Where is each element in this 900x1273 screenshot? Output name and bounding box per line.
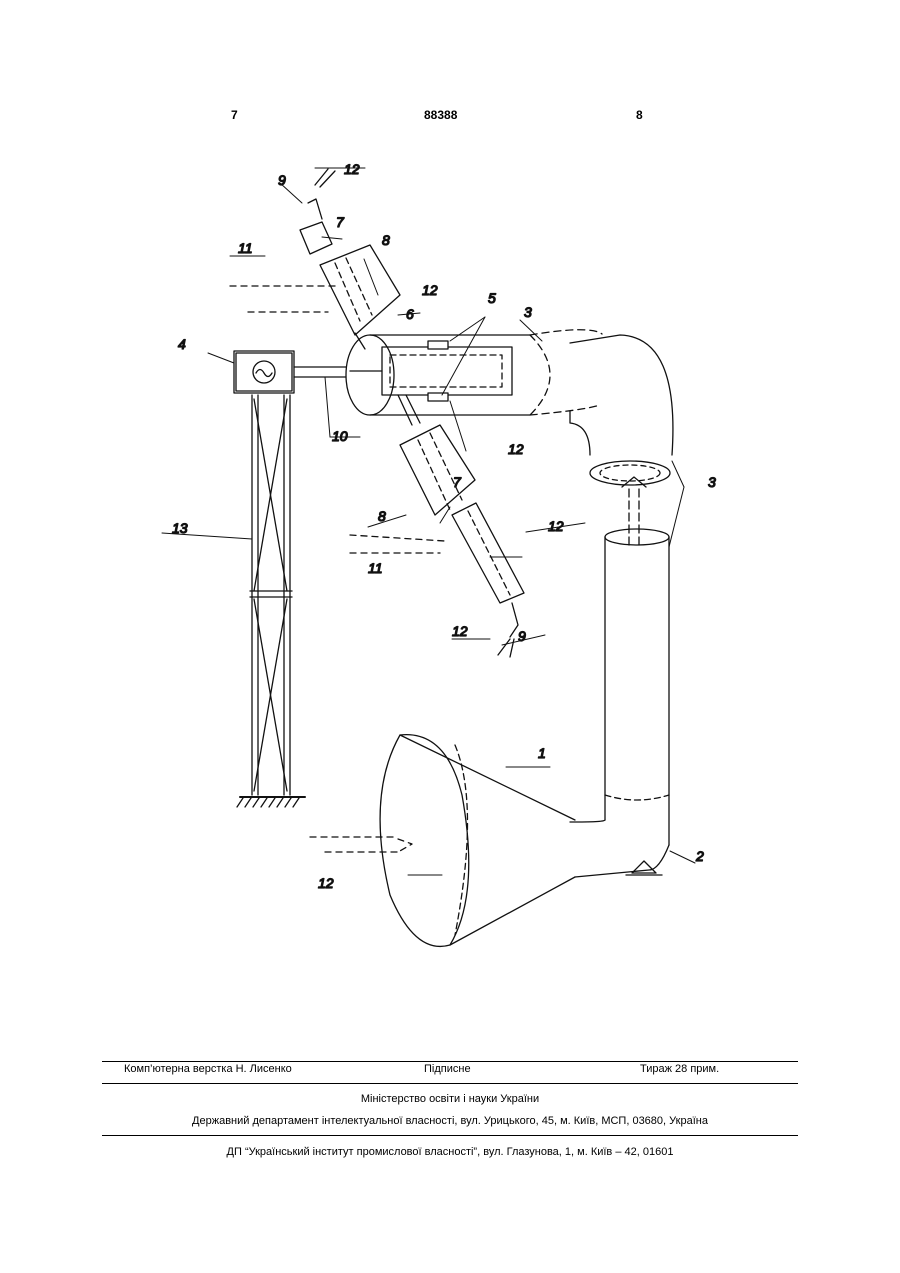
label-9-bottom: 9 [518, 628, 526, 644]
label-6: 6 [406, 306, 414, 322]
page-number-left: 7 [231, 108, 238, 122]
publisher-line: ДП “Український інститут промислової вла… [102, 1146, 798, 1158]
page-header: 7 88388 8 [0, 108, 900, 124]
intake-cone [380, 735, 575, 947]
circulation: Тираж 28 прим. [640, 1063, 719, 1075]
label-12-upper-mid: 12 [422, 282, 438, 298]
footer-rule-top [102, 1061, 798, 1062]
patent-number: 88388 [424, 108, 457, 122]
rotor-housing [346, 330, 602, 415]
label-13: 13 [172, 520, 188, 536]
imprint-row: Комп’ютерна верстка Н. Лисенко Підписне … [102, 1063, 798, 1077]
page-number-right: 8 [636, 108, 643, 122]
department-line: Державний департамент інтелектуальної вл… [102, 1115, 798, 1127]
signed-label: Підписне [424, 1063, 471, 1075]
layout-credit: Комп’ютерна верстка Н. Лисенко [124, 1063, 292, 1075]
label-7-bottom: 7 [453, 474, 462, 490]
label-9-top: 9 [278, 172, 286, 188]
footer-rule-bottom [102, 1135, 798, 1136]
label-12-lower-blade: 12 [452, 623, 468, 639]
label-10: 10 [332, 428, 348, 444]
patent-drawing: 1 2 3 3 4 5 6 7 7 8 8 9 9 10 11 11 12 12… [150, 155, 730, 965]
label-11-top: 11 [238, 240, 253, 256]
generator [234, 351, 350, 393]
label-1: 1 [538, 745, 546, 761]
label-12-housing: 12 [508, 441, 524, 457]
label-3-top: 3 [524, 304, 532, 320]
tower [237, 395, 305, 807]
label-12-top: 12 [344, 161, 360, 177]
label-12-inflow: 12 [318, 875, 334, 891]
upper-blade [300, 169, 400, 349]
curved-duct [570, 335, 673, 485]
vertical-column [570, 477, 669, 877]
label-4: 4 [178, 336, 186, 352]
label-8-bottom: 8 [378, 508, 386, 524]
ministry-line: Міністерство освіти і науки України [102, 1093, 798, 1105]
patent-drawing-svg: 1 2 3 3 4 5 6 7 7 8 8 9 9 10 11 11 12 12… [150, 155, 730, 965]
label-3-right: 3 [708, 474, 716, 490]
label-2: 2 [695, 848, 704, 864]
label-7-top: 7 [336, 214, 345, 230]
label-5: 5 [488, 290, 496, 306]
footer-rule-middle [102, 1083, 798, 1084]
label-11-bottom: 11 [368, 560, 383, 576]
label-12-column: 12 [548, 518, 564, 534]
label-8-top: 8 [382, 232, 390, 248]
